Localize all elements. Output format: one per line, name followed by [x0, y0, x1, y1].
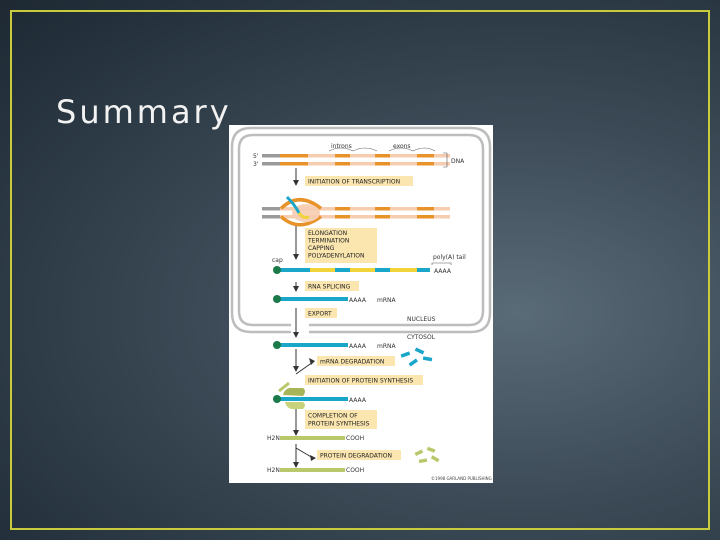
- introns-label: introns: [331, 143, 352, 150]
- dna-top: [262, 147, 450, 168]
- nucleus-label: NUCLEUS: [407, 316, 436, 323]
- mrna-cytosol: [273, 341, 348, 349]
- copyright-label: ©1998 GARLAND PUBLISHING: [431, 476, 492, 481]
- nucleus-aaaa-label: AAAA: [349, 297, 367, 304]
- ribosome-aaaa-label: AAAA: [349, 397, 367, 404]
- gene-expression-svg: introns exons 5' 3' DNA INITIATION OF TR…: [230, 126, 492, 481]
- dna-transcribing: [262, 195, 450, 227]
- step-initiation-transcription: INITIATION OF TRANSCRIPTION: [305, 176, 413, 186]
- dna-label: DNA: [451, 158, 465, 165]
- h2n-label-2: H2N: [267, 467, 280, 474]
- cytosol-aaaa-label: AAAA: [349, 343, 367, 350]
- svg-text:RNA SPLICING: RNA SPLICING: [308, 284, 351, 291]
- svg-text:INITIATION OF PROTEIN SYNTHESI: INITIATION OF PROTEIN SYNTHESIS: [308, 378, 413, 385]
- cooh-label-2: COOH: [346, 467, 364, 474]
- svg-text:EXPORT: EXPORT: [308, 311, 332, 318]
- svg-text:PROTEIN SYNTHESIS: PROTEIN SYNTHESIS: [308, 421, 370, 428]
- mature-mrna-nucleus: [273, 295, 348, 303]
- slide-title: Summary: [56, 93, 232, 131]
- gene-expression-diagram: introns exons 5' 3' DNA INITIATION OF TR…: [229, 125, 493, 483]
- step-completion-protein-synthesis: COMPLETION OF PROTEIN SYNTHESIS: [305, 410, 377, 429]
- protein-chain: [280, 436, 345, 440]
- mrna-fragments: [400, 347, 433, 367]
- three-prime-label: 3': [253, 161, 259, 168]
- primary-transcript: [273, 262, 452, 274]
- step-mrna-degradation: mRNA DEGRADATION: [317, 356, 395, 366]
- step-initiation-protein-synthesis: INITIATION OF PROTEIN SYNTHESIS: [305, 375, 423, 385]
- step-rna-splicing: RNA SPLICING: [305, 281, 359, 291]
- poly-a-tail-label: poly(A) tail: [433, 254, 466, 261]
- nuclear-membrane: [230, 126, 492, 334]
- step-elongation-group: ELONGATION TERMINATION CAPPING POLYADENY…: [305, 228, 377, 263]
- cap-label: cap: [272, 257, 283, 264]
- protein-fragments: [414, 446, 440, 464]
- protein-chain-2: [280, 468, 345, 472]
- h2n-label-1: H2N: [267, 435, 280, 442]
- cytosol-label: CYTOSOL: [407, 334, 436, 341]
- svg-text:TERMINATION: TERMINATION: [307, 238, 349, 245]
- flow-arrows: [295, 168, 314, 465]
- step-protein-degradation: PROTEIN DEGRADATION: [317, 450, 401, 460]
- ribosome-translation: [273, 381, 348, 410]
- svg-text:CAPPING: CAPPING: [308, 245, 335, 252]
- svg-text:PROTEIN DEGRADATION: PROTEIN DEGRADATION: [320, 453, 392, 460]
- svg-text:ELONGATION: ELONGATION: [308, 230, 347, 237]
- slide-frame: [10, 10, 710, 530]
- primary-aaaa-label: AAAA: [434, 268, 452, 275]
- cytosol-mrna-label: mRNA: [377, 343, 397, 350]
- svg-text:mRNA DEGRADATION: mRNA DEGRADATION: [320, 359, 384, 366]
- nucleus-mrna-label: mRNA: [377, 297, 397, 304]
- svg-text:POLYADENYLATION: POLYADENYLATION: [308, 253, 365, 260]
- exons-label: exons: [393, 143, 411, 150]
- step-export: EXPORT: [305, 308, 337, 318]
- svg-text:COMPLETION OF: COMPLETION OF: [308, 413, 358, 420]
- five-prime-label: 5': [253, 153, 259, 160]
- svg-text:INITIATION OF TRANSCRIPTION: INITIATION OF TRANSCRIPTION: [308, 179, 400, 186]
- cooh-label-1: COOH: [346, 435, 364, 442]
